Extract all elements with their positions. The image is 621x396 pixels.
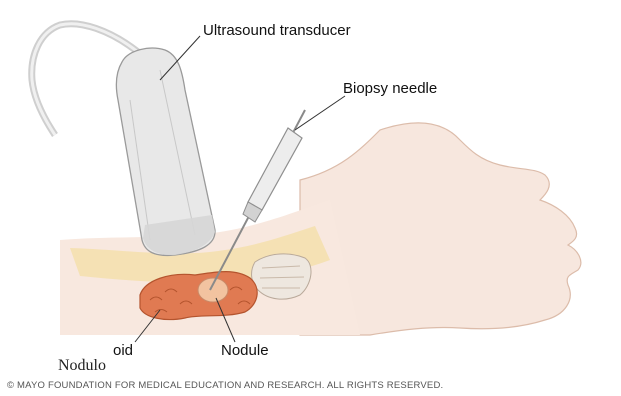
trachea xyxy=(252,254,311,299)
label-thyroid: oid xyxy=(113,342,133,359)
label-biopsy-needle: Biopsy needle xyxy=(343,80,437,97)
copyright-notice: © MAYO FOUNDATION FOR MEDICAL EDUCATION … xyxy=(7,380,443,391)
nodule xyxy=(198,278,228,302)
label-nodulo-overlay: Nodulo xyxy=(56,357,108,375)
needle-syringe xyxy=(248,128,302,210)
label-nodule: Nodule xyxy=(221,342,269,359)
label-ultrasound-transducer: Ultrasound transducer xyxy=(203,22,351,39)
